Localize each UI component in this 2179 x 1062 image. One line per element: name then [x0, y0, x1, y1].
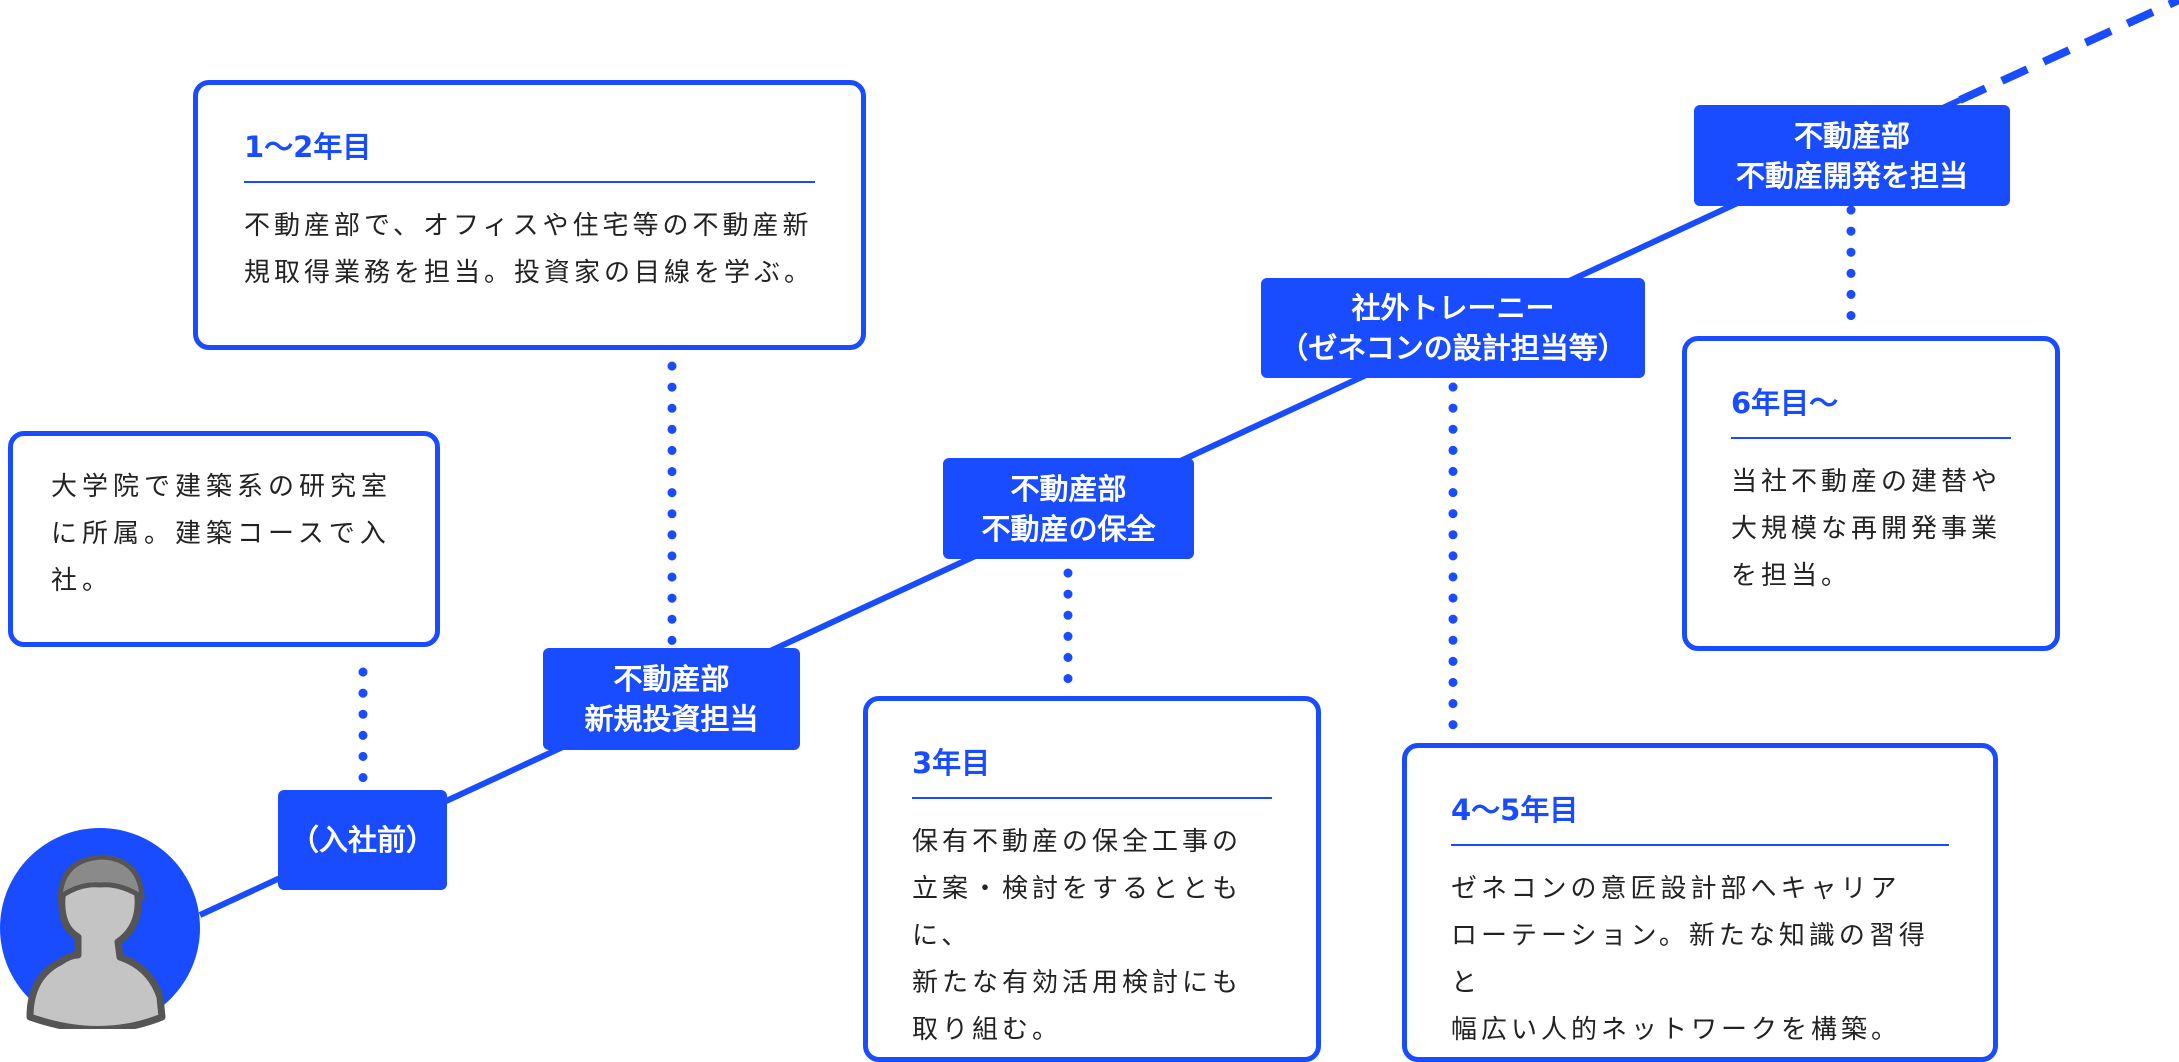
- card-line: 当社不動産の建替や: [1731, 467, 2002, 497]
- stage-label: 社外トレーニー: [1351, 291, 1555, 325]
- card-year-4-5: 4〜5年目 ゼネコンの意匠設計部へキャリア ローテーション。新たな知識の習得と …: [1402, 743, 1998, 1062]
- card-line: ローテーション。新たな知識の習得と: [1451, 921, 1929, 998]
- card-line: 大学院で建築系の研究室: [51, 472, 393, 502]
- card-line: 立案・検討をするとともに、: [912, 874, 1243, 951]
- stage-preservation: 不動産部 不動産の保全: [943, 458, 1194, 559]
- card-line: 取り組む。: [912, 1015, 1063, 1045]
- stage-label: 不動産部: [1010, 471, 1127, 506]
- stage-label: （ゼネコンの設計担当等）: [1279, 331, 1627, 365]
- card-line: 社。: [51, 566, 114, 596]
- card-line: を担当。: [1731, 561, 1852, 591]
- card-title: 6年目〜: [1731, 383, 2011, 439]
- card-line: 新たな有効活用検討にも: [912, 968, 1243, 998]
- card-line: 保有不動産の保全工事の: [912, 827, 1243, 857]
- card-year-3: 3年目 保有不動産の保全工事の 立案・検討をするとともに、 新たな有効活用検討に…: [863, 696, 1321, 1062]
- stage-trainee: 社外トレーニー （ゼネコンの設計担当等）: [1261, 278, 1645, 378]
- stage-label: 新規投資担当: [584, 702, 759, 736]
- stage-label: 不動産部: [613, 662, 730, 696]
- stage-label: 不動産の保全: [981, 511, 1156, 546]
- card-line: に所属。建築コースで入: [51, 519, 391, 549]
- stage-label: 不動産部: [1793, 118, 1910, 153]
- card-year-1-2: 1〜2年目 不動産部で、オフィスや住宅等の不動産新 規取得業務を担当。投資家の目…: [193, 80, 866, 350]
- stage-label: 不動産開発を担当: [1735, 158, 1968, 193]
- card-line: 大規模な再開発事業: [1731, 514, 2002, 544]
- card-line: 幅広い人的ネットワークを構築。: [1451, 1015, 1902, 1045]
- stage-pre-entry: （入社前）: [278, 790, 447, 890]
- stage-new-investment: 不動産部 新規投資担当: [543, 648, 800, 750]
- card-year-6: 6年目〜 当社不動産の建替や 大規模な再開発事業 を担当。: [1682, 336, 2060, 651]
- stage-label: （入社前）: [289, 823, 435, 857]
- card-pre-entry: 大学院で建築系の研究室 に所属。建築コースで入 社。: [8, 431, 440, 647]
- card-title: 1〜2年目: [244, 127, 815, 183]
- stage-development: 不動産部 不動産開発を担当: [1694, 105, 2010, 206]
- person-avatar-icon: [0, 828, 200, 1029]
- card-title: 4〜5年目: [1451, 790, 1949, 846]
- career-path-continuation: [1958, 0, 2179, 104]
- card-line: ゼネコンの意匠設計部へキャリア: [1451, 874, 1901, 904]
- card-line: 規取得業務を担当。投資家の目線を学ぶ。: [244, 258, 815, 288]
- card-title: 3年目: [912, 743, 1272, 799]
- card-line: 不動産部で、オフィスや住宅等の不動産新: [244, 211, 813, 241]
